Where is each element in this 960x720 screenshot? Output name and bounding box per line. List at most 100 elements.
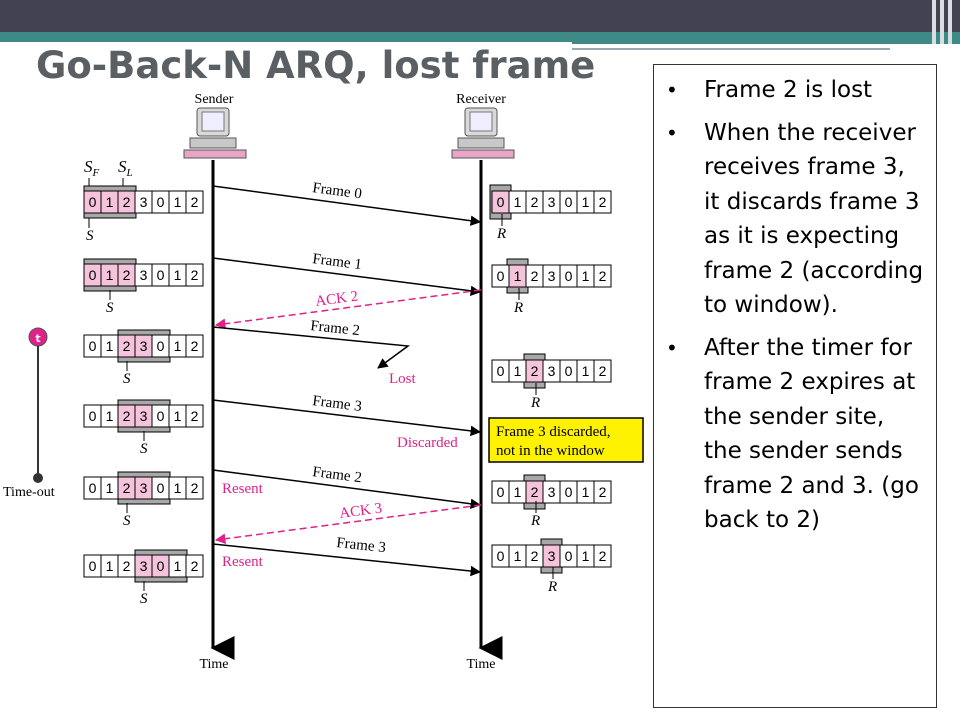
frame-0-arrow	[212, 185, 482, 226]
receiver-seq-cell-number: 1	[514, 548, 522, 564]
sender-seq-cell-number: 1	[174, 338, 182, 354]
frame-3-resent-arrow	[212, 543, 482, 577]
frame-2-label: Frame 2	[310, 318, 361, 339]
s-marker: S	[86, 228, 94, 244]
sender-seq-cell-number: 2	[123, 480, 131, 496]
title-background	[0, 42, 572, 94]
sender-seq-cell-number: 0	[157, 408, 165, 424]
receiver-seq-cell-number: 1	[582, 194, 590, 210]
sender-seq-cell-number: 1	[106, 480, 114, 496]
decor-line	[940, 0, 944, 44]
timeout-label: Time-out	[3, 485, 55, 500]
lost-label: Lost	[389, 371, 417, 387]
sender-seq-cell	[185, 263, 204, 287]
receiver-seq-cell-number: 2	[599, 194, 607, 210]
sender-seq-cell-number: 2	[191, 194, 199, 210]
receiver-seq-cell-number: 2	[531, 194, 539, 210]
receiver-seq-cell-number: 0	[497, 268, 505, 284]
sender-seq-cell-number: 3	[140, 480, 148, 496]
receiver-seq-cell	[593, 359, 612, 383]
receiver-seq-cell-number: 0	[565, 194, 573, 210]
callout-line-2: not in the window	[496, 443, 605, 459]
sender-seq-cell-number: 2	[123, 408, 131, 424]
go-back-n-diagram: Sender Receiver Time Time t Time-out SF …	[3, 92, 644, 672]
frame-2-lost-arrow	[212, 326, 411, 369]
receiver-seq-cell-number: 1	[582, 484, 590, 500]
receiver-seq-cell	[593, 480, 612, 504]
r-marker: R	[530, 513, 540, 529]
frame-2-resent-label: Frame 2	[311, 464, 362, 486]
sender-seq-cell-number: 0	[89, 267, 97, 283]
receiver-seq-cell-number: 0	[565, 484, 573, 500]
sender-seq-cell-number: 1	[106, 267, 114, 283]
receiver-time-label: Time	[466, 657, 495, 672]
bullet-icon: •	[666, 335, 678, 360]
receiver-seq-cell-number: 1	[514, 484, 522, 500]
s-marker: S	[123, 513, 131, 529]
frame-0-label: Frame 0	[311, 180, 362, 202]
sf-label: SF	[84, 157, 100, 179]
s-marker: S	[140, 591, 148, 607]
frame-1-label: Frame 1	[311, 251, 362, 273]
receiver-seq-cell-number: 3	[548, 363, 556, 379]
sender-seq-cell	[185, 404, 204, 428]
sender-seq-cell-number: 0	[89, 194, 97, 210]
receiver-seq-cell-number: 3	[548, 484, 556, 500]
sender-seq-cell-number: 0	[89, 558, 97, 574]
sender-seq-cell-number: 0	[157, 558, 165, 574]
sender-seq-cell-number: 2	[191, 338, 199, 354]
resent-label: Resent	[222, 481, 264, 497]
sender-computer-icon	[183, 107, 247, 159]
receiver-seq-cell-number: 2	[599, 484, 607, 500]
frame-3-resent-label: Frame 3	[336, 535, 387, 556]
receiver-seq-cell-number: 3	[548, 194, 556, 210]
discarded-label: Discarded	[397, 435, 458, 451]
resent-label: Resent	[222, 554, 264, 570]
sender-seq-cell	[185, 476, 204, 500]
r-marker: R	[513, 300, 523, 316]
receiver-seq-cell-number: 2	[531, 268, 539, 284]
sender-seq-cell-number: 1	[174, 480, 182, 496]
timer-icon: t	[28, 327, 48, 347]
sender-seq-cell-number: 1	[174, 408, 182, 424]
sender-seq-cell-number: 1	[174, 558, 182, 574]
sender-seq-cell-number: 0	[89, 480, 97, 496]
sender-seq-cell-number: 0	[157, 338, 165, 354]
sender-seq-cell-number: 2	[191, 480, 199, 496]
receiver-seq-cell-number: 0	[565, 548, 573, 564]
sender-seq-cell-number: 2	[191, 408, 199, 424]
sender-seq-cell	[185, 554, 204, 578]
ack-3-label: ACK 3	[338, 501, 383, 522]
callout-line-1: Frame 3 discarded,	[496, 424, 611, 440]
sender-time-label: Time	[199, 657, 228, 672]
explanation-textbox: •Frame 2 is lost •When the receiver rece…	[653, 64, 937, 708]
ack-2-label: ACK 2	[314, 289, 359, 310]
receiver-seq-cell-number: 1	[582, 363, 590, 379]
sender-seq-cell-number: 1	[106, 408, 114, 424]
receiver-seq-cell-number: 0	[497, 194, 505, 210]
receiver-seq-cell-number: 1	[514, 194, 522, 210]
receiver-seq-cell-number: 1	[582, 548, 590, 564]
title-underline	[572, 48, 890, 50]
decor-line	[932, 0, 936, 44]
s-marker: S	[123, 371, 131, 387]
receiver-seq-cell-number: 2	[531, 484, 539, 500]
s-marker: S	[140, 441, 148, 457]
sender-seq-cell-number: 3	[140, 408, 148, 424]
sender-seq-cell	[185, 190, 204, 214]
sender-seq-cell-number: 1	[106, 194, 114, 210]
sender-seq-cell-number: 3	[140, 338, 148, 354]
timeout-dot	[33, 473, 43, 483]
bullet-item: •When the receiver receives frame 3, it …	[654, 116, 924, 323]
frame-3-arrow	[212, 399, 482, 437]
sender-seq-cell-number: 2	[123, 558, 131, 574]
slide-title: Go-Back-N ARQ, lost frame	[36, 44, 596, 87]
sender-seq-cell-number: 1	[174, 194, 182, 210]
receiver-seq-cell	[593, 264, 612, 288]
receiver-seq-cell-number: 1	[514, 268, 522, 284]
receiver-seq-cell	[593, 190, 612, 214]
sender-seq-cell	[185, 334, 204, 358]
decor-line	[948, 0, 952, 44]
bullet-item: •Frame 2 is lost	[654, 73, 924, 108]
receiver-seq-cell-number: 1	[582, 268, 590, 284]
